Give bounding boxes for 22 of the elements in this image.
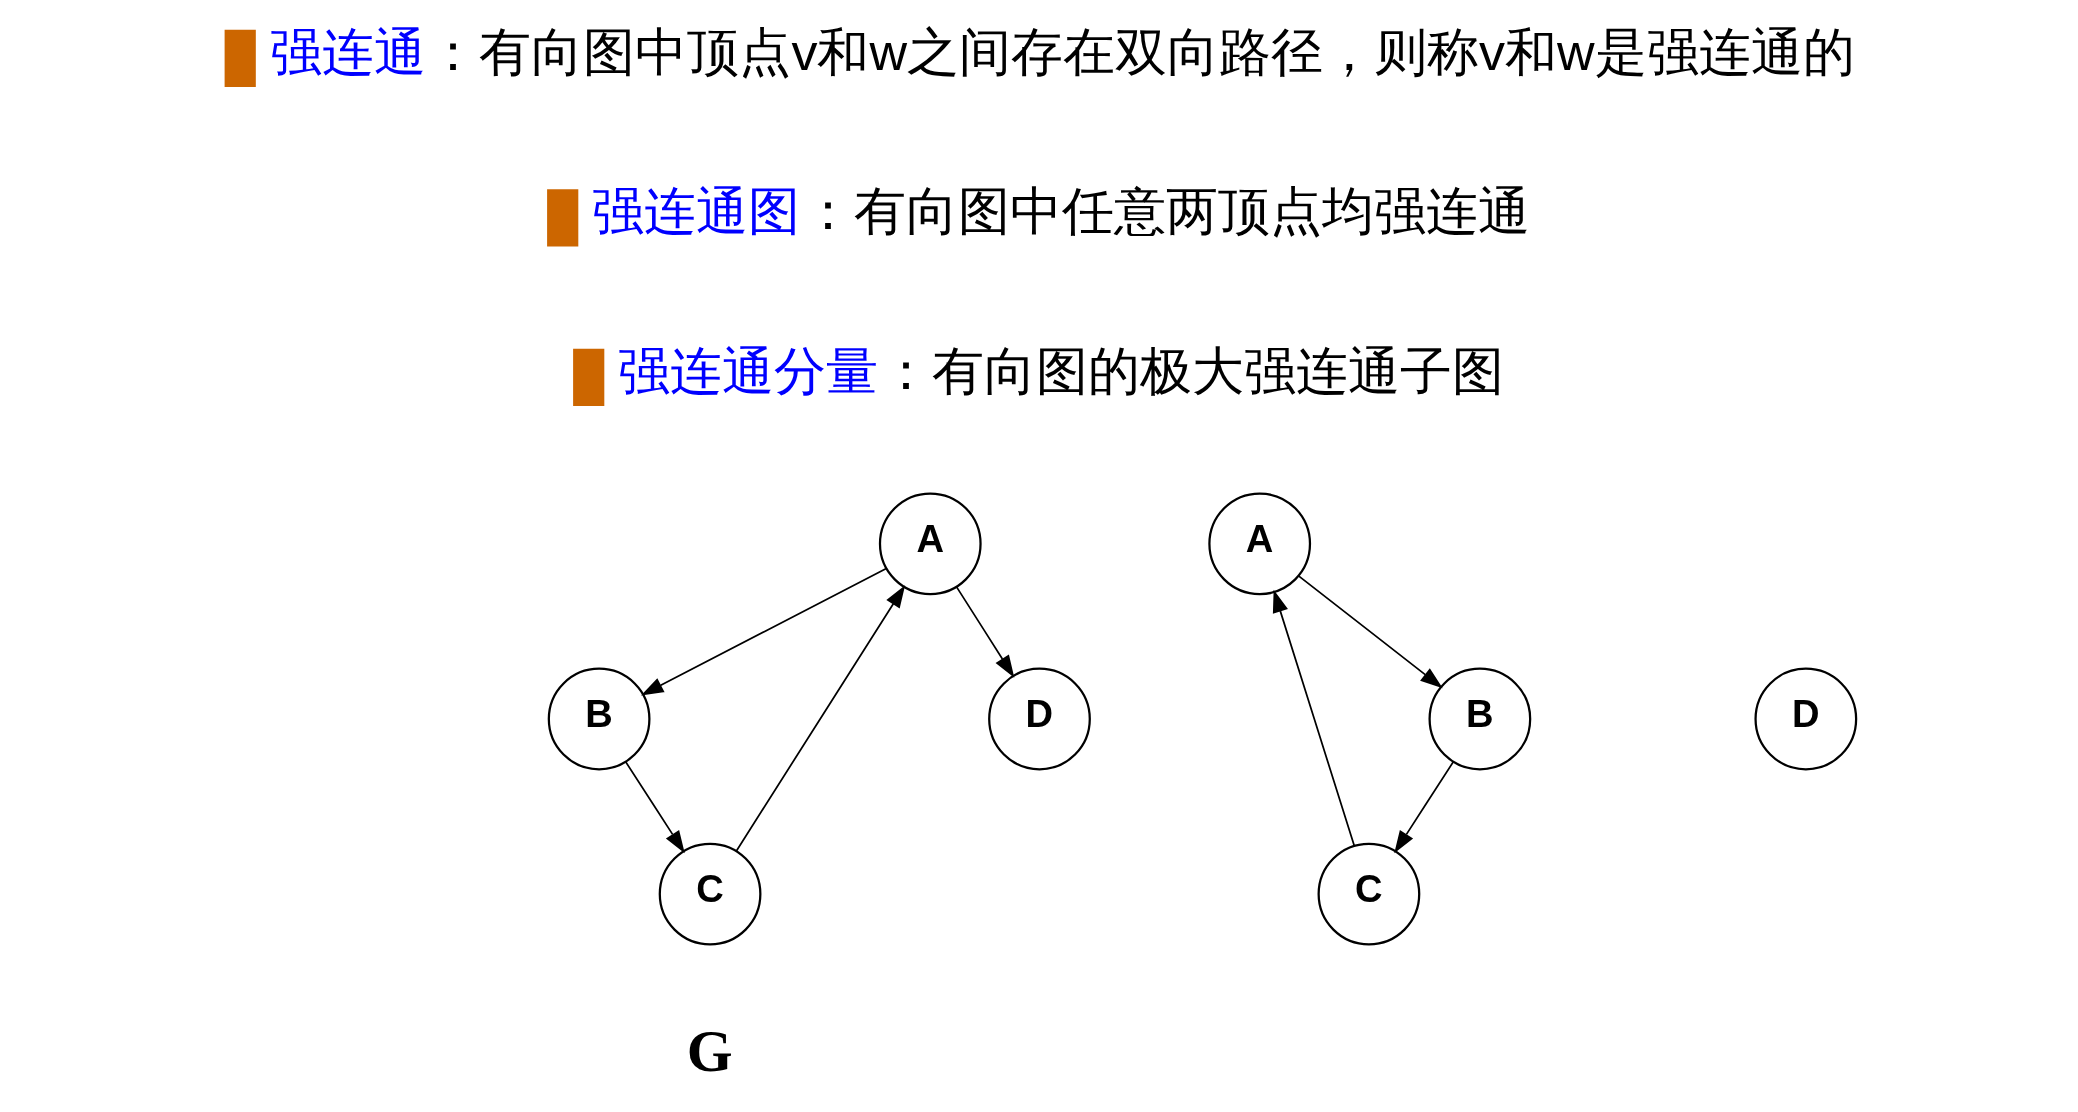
node-circle: A — [1207, 492, 1311, 596]
arrow — [955, 586, 1014, 678]
label: ：有向图中顶点v和w之间存在双向路径，则称v和w是强连通的 — [426, 22, 1855, 81]
label: 强连通 — [269, 22, 426, 81]
node-circle: B — [547, 667, 650, 771]
label: ：有向图的极大强连通子图 — [879, 341, 1504, 400]
arrow — [1297, 575, 1443, 689]
arrow — [624, 760, 685, 854]
arrow — [640, 567, 887, 696]
label: 强连通图 — [591, 182, 800, 241]
node-circle: C — [1317, 842, 1420, 946]
arrow — [735, 585, 905, 852]
arrow — [1393, 760, 1454, 854]
node-circle: A — [878, 492, 982, 596]
node-circle: D — [987, 667, 1091, 771]
node-circle: D — [1753, 667, 1857, 771]
label: ：有向图中任意两顶点均强连通 — [801, 182, 1530, 241]
label: 强连通分量 — [617, 341, 878, 400]
arrow — [1272, 589, 1355, 847]
node-circle: C — [658, 842, 761, 946]
label: G — [686, 1018, 733, 1085]
node-circle: B — [1428, 667, 1531, 771]
